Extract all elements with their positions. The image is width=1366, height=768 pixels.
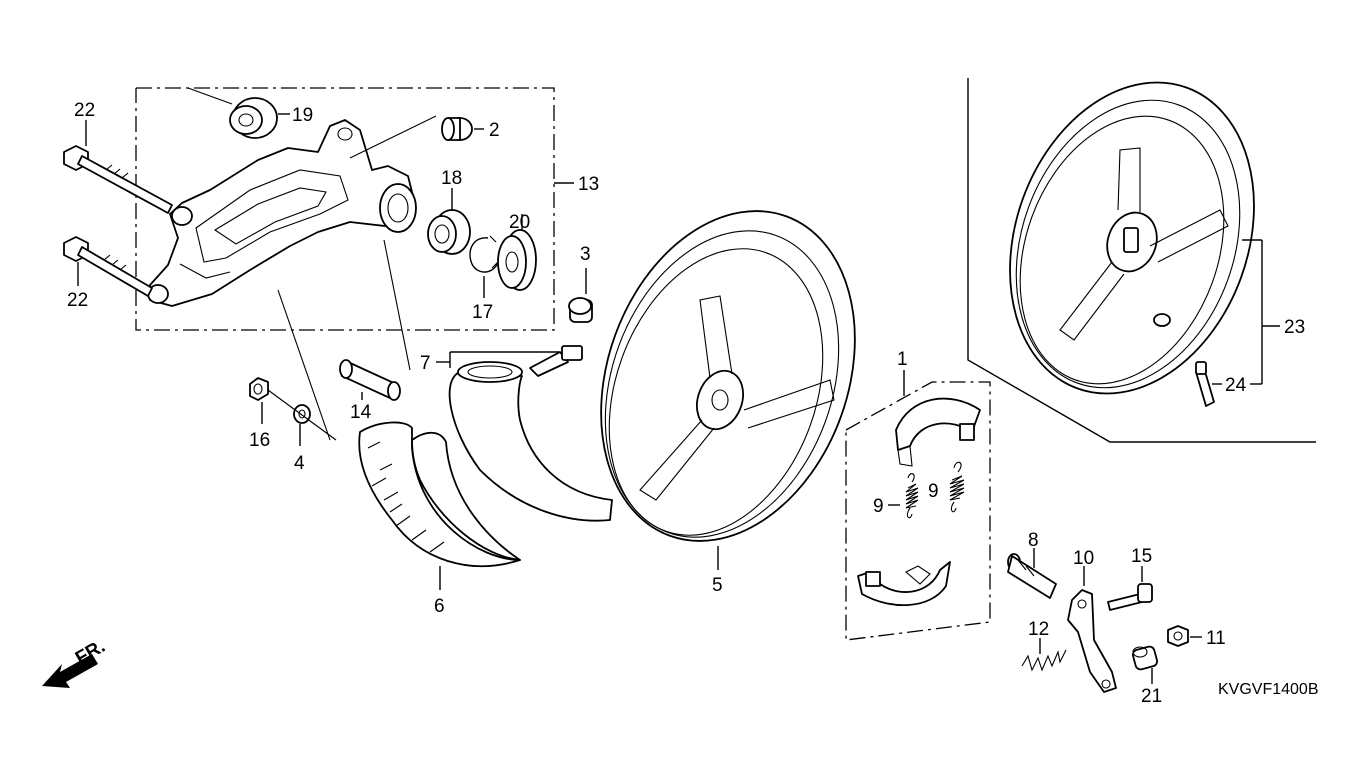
callout-23: 23: [1284, 317, 1305, 338]
callout-3: 3: [580, 244, 591, 265]
bolt-15: [1107, 566, 1153, 611]
tire-6: [358, 421, 521, 590]
callout-10: 10: [1073, 548, 1094, 569]
tube-7: [436, 345, 613, 522]
callout-4: 4: [294, 453, 305, 474]
flange-bolt-upper: [63, 145, 173, 214]
callout-6: 6: [434, 596, 445, 617]
brake-shoe-upper: [895, 397, 981, 467]
brake-shoe-lower: [857, 561, 951, 607]
spring-9-left: [888, 473, 919, 519]
brake-shoe-box: [845, 370, 991, 641]
callout-7: 7: [420, 353, 431, 374]
callout-16: 16: [249, 430, 270, 451]
callout-13: 13: [578, 174, 599, 195]
brake-cam-8: [1007, 548, 1057, 599]
callout-22b: 22: [67, 290, 88, 311]
front-wheel-23: [1009, 81, 1280, 395]
bearing-20: [497, 214, 537, 291]
pin-14: [339, 359, 401, 401]
collar-21: [1132, 645, 1158, 684]
front-wheel-box: [967, 78, 1316, 443]
nut-11: [1167, 625, 1202, 647]
spring-12: [1021, 638, 1067, 672]
nut-16: [249, 377, 269, 424]
callout-8: 8: [1028, 530, 1039, 551]
swing-arm: [147, 119, 417, 307]
callout-12: 12: [1028, 619, 1049, 640]
callout-19: 19: [292, 105, 313, 126]
callout-20: 20: [509, 212, 530, 233]
callout-5: 5: [712, 575, 723, 596]
callout-9a: 9: [873, 496, 884, 517]
swingarm-group-box: [135, 87, 574, 331]
rear-wheel-5: [600, 210, 856, 570]
front-arrow-icon: [42, 654, 98, 688]
callout-9b: 9: [928, 481, 939, 502]
callout-17: 17: [472, 302, 493, 323]
callout-18: 18: [441, 168, 462, 189]
flange-bolt-lower: [63, 236, 153, 297]
callout-24: 24: [1225, 375, 1247, 396]
valve-24: [1195, 361, 1222, 407]
diagram-code: KVGVF1400B: [1218, 681, 1319, 698]
bearing-19: [187, 87, 290, 139]
brake-arm-10: [1067, 566, 1117, 693]
circlip-17: [469, 235, 499, 298]
callout-21: 21: [1141, 686, 1162, 707]
callout-11: 11: [1206, 628, 1226, 649]
callout-22a: 22: [74, 100, 95, 121]
collar-3: [568, 268, 593, 323]
callout-14: 14: [350, 402, 372, 423]
callout-1: 1: [897, 349, 908, 370]
collar-4: [267, 389, 337, 446]
callout-2: 2: [489, 120, 500, 141]
callout-15: 15: [1131, 546, 1152, 567]
spring-9-right: [949, 461, 965, 513]
bearing-18: [427, 188, 471, 255]
collar-2: [349, 115, 484, 159]
